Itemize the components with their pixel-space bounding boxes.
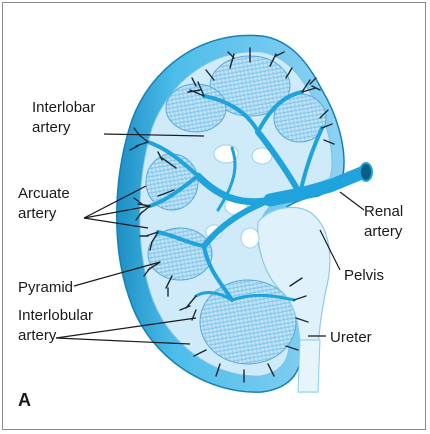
pyramid-label: Pyramid <box>18 279 73 296</box>
pelvis-label: Pelvis <box>344 267 384 284</box>
renal-artery-opening <box>360 163 372 181</box>
arcuate-label-line1: Arcuate <box>18 185 70 202</box>
renal-artery-label-line2: artery <box>364 223 403 240</box>
renal-artery-label-line1: Renal <box>364 203 403 220</box>
interlobular-label-line2: artery <box>18 327 57 344</box>
ureter <box>298 340 320 392</box>
interlobar-label-line2: artery <box>32 119 71 136</box>
interlobar-label-line1: Interlobar <box>32 99 95 116</box>
interlobular-label-line1: Interlobular <box>18 307 93 324</box>
panel-letter: A <box>18 390 31 410</box>
ureter-label: Ureter <box>330 329 372 346</box>
arcuate-label-line2: artery <box>18 205 57 222</box>
pyramid-lobe <box>148 228 212 280</box>
